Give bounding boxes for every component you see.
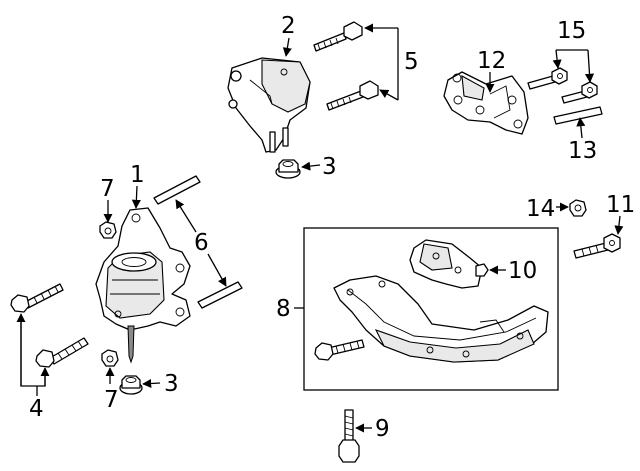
part-8-bolt xyxy=(314,339,365,361)
part-7-nut-upper xyxy=(99,221,117,239)
callout-6: 6 xyxy=(194,230,209,256)
part-10-bracket xyxy=(409,239,489,289)
callout-7-lower: 7 xyxy=(104,387,119,413)
part-3-nut-bottom xyxy=(119,375,143,395)
part-8-crossmember xyxy=(333,275,549,363)
part-4-bolt-lower xyxy=(35,337,89,368)
part-1-engine-mount xyxy=(95,207,191,364)
callout-2: 2 xyxy=(281,13,296,39)
part-15-bolt-a xyxy=(527,67,568,90)
part-15-bolt-b xyxy=(561,81,598,104)
part-12-bracket xyxy=(443,71,529,135)
part-4-bolt-upper xyxy=(10,283,64,313)
callout-4: 4 xyxy=(29,396,44,422)
part-13-pin xyxy=(553,106,603,125)
part-8-frame-box xyxy=(303,227,559,391)
callout-3-top: 3 xyxy=(322,154,337,180)
callout-7-upper: 7 xyxy=(100,176,115,202)
callout-labels: 2 5 3 12 15 13 1 7 6 4 7 3 8 10 9 14 11 xyxy=(29,13,635,442)
callout-5: 5 xyxy=(404,49,419,75)
callout-14: 14 xyxy=(526,196,555,222)
part-14-nut xyxy=(569,199,587,217)
leader-lines xyxy=(16,23,624,433)
callout-3-bottom: 3 xyxy=(164,371,179,397)
callout-13: 13 xyxy=(568,138,597,164)
part-2-upper-bracket xyxy=(227,57,311,153)
callout-9: 9 xyxy=(375,416,390,442)
callout-10: 10 xyxy=(508,258,537,284)
part-11-bolt xyxy=(573,233,621,259)
part-5-bolt-lower xyxy=(326,80,379,111)
callout-12: 12 xyxy=(477,48,506,74)
part-5-bolt-upper xyxy=(313,21,363,52)
part-7-nut-lower xyxy=(101,349,119,367)
callout-11: 11 xyxy=(606,192,635,218)
callout-1: 1 xyxy=(130,162,145,188)
callout-8: 8 xyxy=(276,296,291,322)
part-6-stud-upper xyxy=(153,175,201,205)
part-3-nut-top xyxy=(275,159,301,179)
part-6-stud-lower xyxy=(197,281,243,309)
part-9-bolt xyxy=(338,409,360,463)
callout-15: 15 xyxy=(557,18,586,44)
